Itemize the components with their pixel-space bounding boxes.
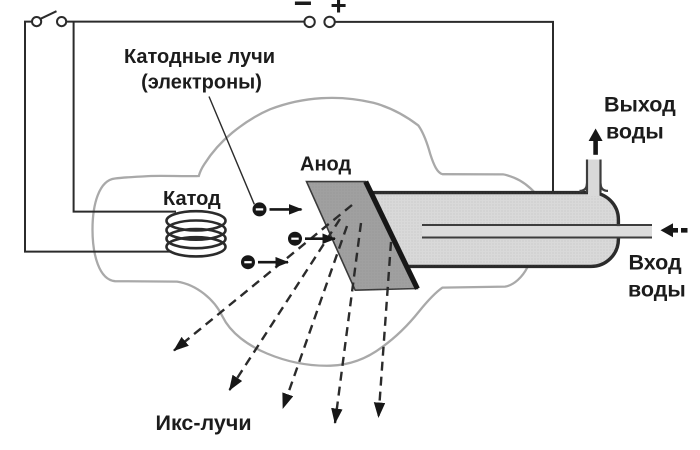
xray-beam-2 <box>228 218 342 391</box>
xray-beam-3 <box>281 225 349 409</box>
water-outlet-pipe-fill <box>588 159 600 196</box>
label-anode: Анод <box>300 154 351 176</box>
xray-beam-4 <box>331 222 363 424</box>
electron-2 <box>288 231 336 246</box>
circuit-wiring <box>24 10 554 253</box>
coil-turn-1 <box>165 209 227 232</box>
battery-terminal-plus <box>323 15 336 29</box>
wire-battery-to-anode <box>334 20 554 192</box>
label-cathode-rays-line2: (электроны) <box>141 72 262 94</box>
battery-terminals <box>303 15 336 29</box>
xray-beam-1 <box>173 204 353 352</box>
electron-3 <box>241 255 289 270</box>
battery-minus-sign: − <box>293 0 312 21</box>
battery-plus-sign: + <box>330 0 346 21</box>
coil-turn-4 <box>165 235 227 258</box>
label-xrays: Икс-лучи <box>156 411 252 435</box>
battery-terminal-minus <box>303 15 316 29</box>
power-switch <box>30 10 68 28</box>
wire-cathode-branch <box>72 21 176 213</box>
electrons <box>241 202 336 270</box>
label-cathode-rays-line1: Катодные лучи <box>124 46 275 68</box>
label-water-inlet-line2: воды <box>628 278 686 302</box>
anode-face <box>363 180 420 290</box>
pipe-fillet-right <box>599 183 609 192</box>
label-cathode: Катод <box>163 188 221 210</box>
coil-turn-2 <box>165 219 227 242</box>
label-water-outlet-line2: воды <box>606 120 664 144</box>
label-water-inlet-line1: Вход <box>629 251 683 275</box>
switch-lever <box>40 10 57 20</box>
wire-left-loop <box>24 20 172 253</box>
xray-beams <box>173 204 393 424</box>
cathode-coil <box>165 209 227 258</box>
pipe-fillet-left <box>579 183 588 192</box>
electron-1 <box>252 202 303 217</box>
switch-contact-left <box>30 16 43 28</box>
anode-rod-assembly <box>366 159 652 269</box>
switch-contact-right <box>56 16 68 28</box>
glass-envelope <box>91 96 538 367</box>
water-inlet-tube-fill <box>422 226 652 237</box>
label-water-outlet-line1: Выход <box>604 93 676 117</box>
coil-turn-3 <box>165 227 227 250</box>
callout-line <box>208 96 255 205</box>
